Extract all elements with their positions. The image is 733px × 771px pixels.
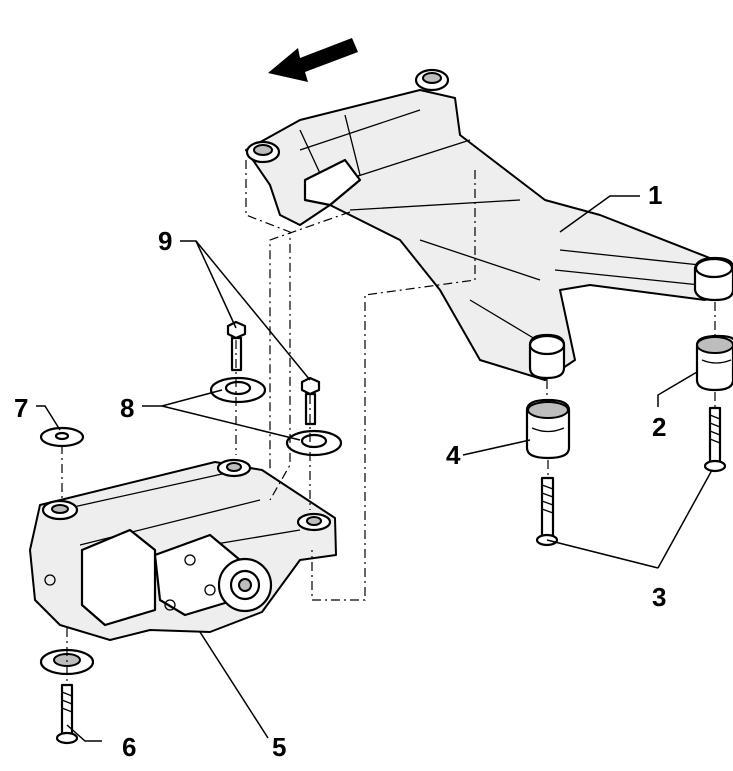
- callout-4: 4: [446, 440, 461, 470]
- callout-1: 1: [648, 180, 662, 210]
- assembly-lines: [61, 160, 716, 682]
- bushing-2-part: [695, 334, 733, 392]
- washer-8b-part: [285, 429, 343, 457]
- callout-8: 8: [120, 393, 134, 423]
- callout-3: 3: [652, 582, 666, 612]
- direction-arrow-icon: [268, 38, 358, 82]
- final-drive-part: [29, 458, 337, 641]
- callout-6: 6: [122, 732, 136, 762]
- bolt-6-part: [55, 683, 79, 745]
- bushing-4-part: [525, 398, 571, 460]
- bolt-3a-part: [535, 476, 559, 547]
- leader-lines: [36, 195, 713, 742]
- bolt-3b-part: [703, 406, 727, 473]
- washer-8a-part: [209, 376, 267, 404]
- callout-7: 7: [14, 393, 28, 423]
- callout-2: 2: [652, 412, 666, 442]
- washer-7-part: [39, 426, 85, 448]
- callout-5: 5: [272, 732, 286, 762]
- subframe-part: [245, 68, 733, 381]
- callout-9: 9: [158, 226, 172, 256]
